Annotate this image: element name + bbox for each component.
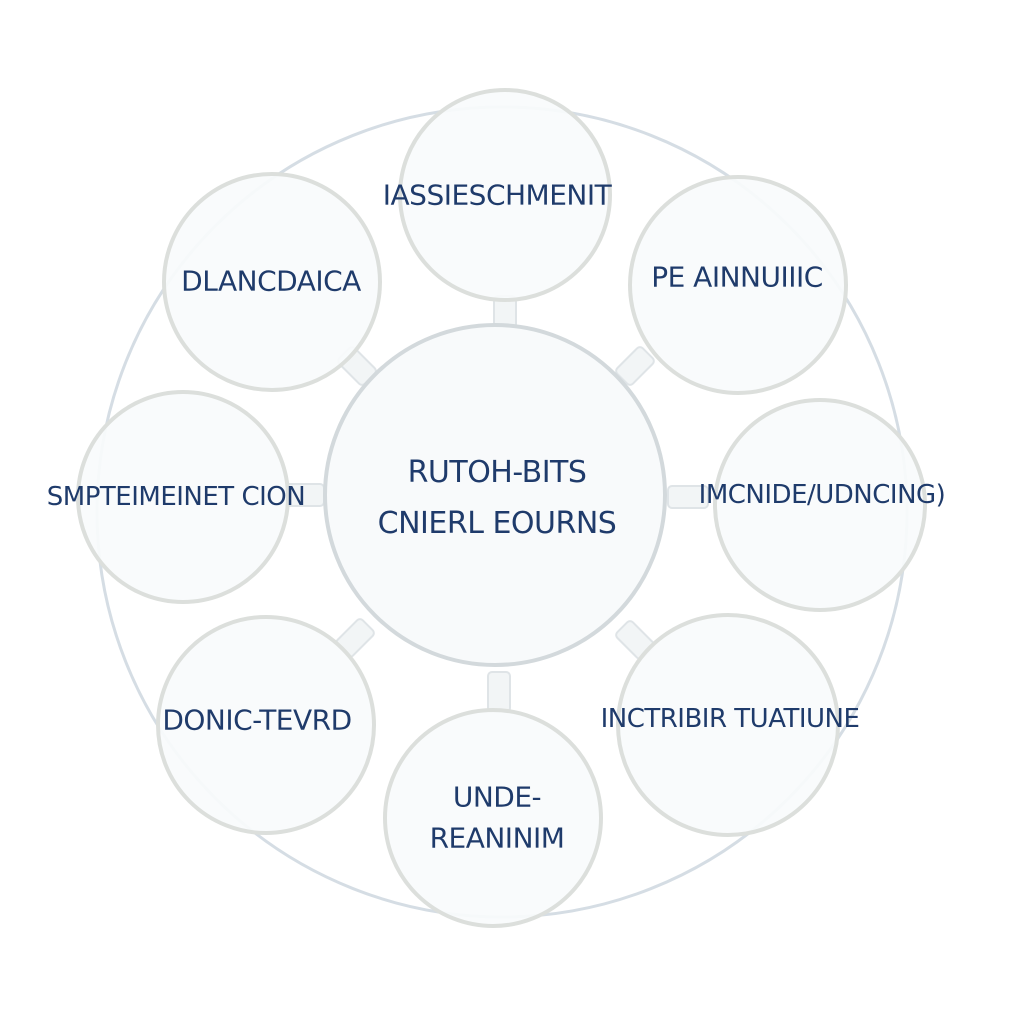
center-node-circle (323, 323, 667, 667)
node-bottom-line-2: REANINIM (429, 821, 565, 854)
node-bottom-right-circle (616, 613, 840, 837)
node-bottom-label: UNDE- REANINIM (430, 777, 565, 858)
node-bottom-line-1: UNDE- (452, 780, 542, 814)
node-bottom-left-circle (156, 615, 376, 835)
center-line-2: CNIERL EOURNS (377, 506, 617, 541)
node-top-left-label: DLANCDAICA (181, 262, 361, 303)
nodes (76, 88, 927, 928)
node-left-line-1: SMPTEIMEINET CION (46, 482, 306, 513)
node-top-label: IASSIESCHMENIT (382, 176, 612, 217)
node-left-circle (76, 390, 290, 604)
center-node-label: RUTOH-BITS CNIERL EOURNS (378, 447, 617, 549)
node-top-right-line-1: PE AINNUIIIC (651, 260, 823, 294)
node-right-circle (713, 398, 927, 612)
connector-bottom (487, 671, 511, 713)
connector-top-right (615, 346, 655, 386)
node-bottom-right-line-1: INCTRIBIR TUATIUNE (600, 704, 860, 735)
node-top-right-label: PE AINNUIIIC (651, 258, 823, 299)
node-top-circle (398, 88, 612, 302)
node-left-label: SMPTEIMEINET CION (46, 479, 306, 517)
node-top-line-1: IASSIESCHMENIT (382, 178, 612, 212)
node-bottom-circle (383, 708, 603, 928)
node-bottom-right-label: INCTRIBIR TUATIUNE (601, 701, 860, 739)
node-top-left-line-1: DLANCDAICA (181, 264, 361, 298)
connector-right (667, 485, 709, 509)
node-right-label: IMCNIDE/UDNCING) (699, 477, 946, 515)
node-bottom-left-line-1: DONIC-TEVRD (162, 703, 352, 737)
node-right-line-1: IMCNIDE/UDNCING) (698, 480, 946, 511)
connectors (283, 295, 709, 713)
center-line-1: RUTOH-BITS (407, 455, 587, 490)
node-top-left-circle (162, 172, 382, 392)
node-bottom-left-label: DONIC-TEVRD (162, 701, 352, 742)
node-top-right-circle (628, 175, 848, 395)
